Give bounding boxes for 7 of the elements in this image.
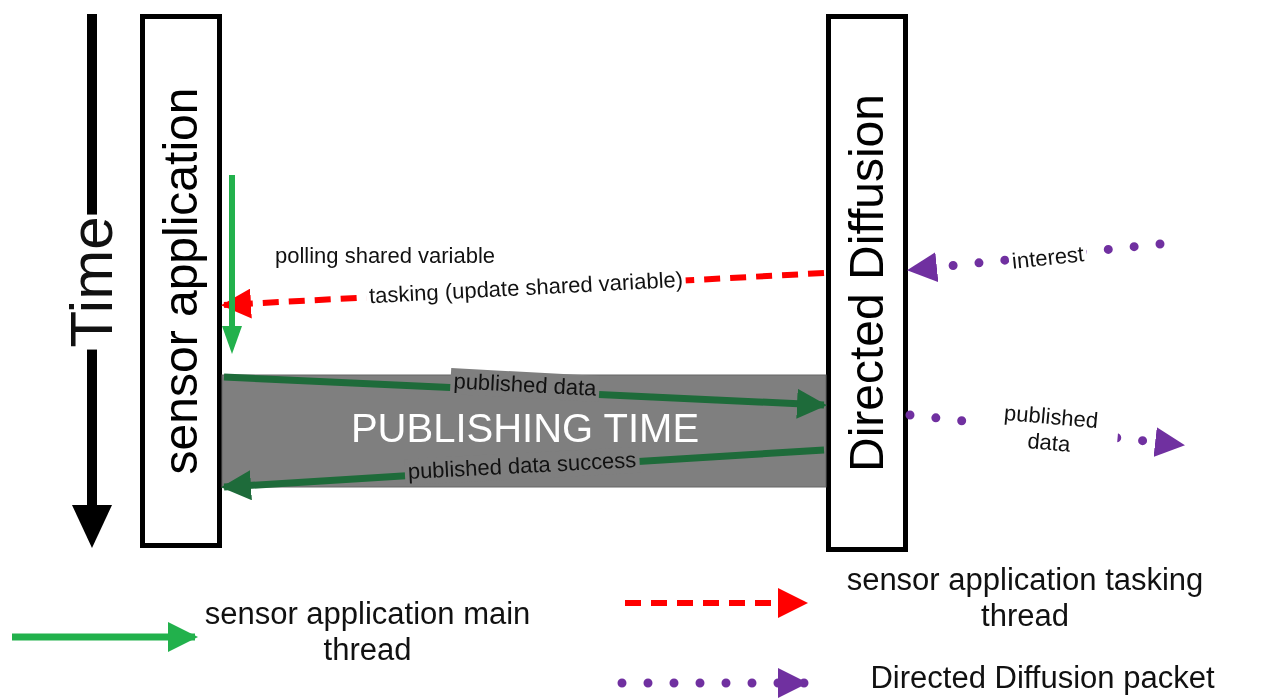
lifeline-box <box>826 14 908 552</box>
lifeline-label: sensor application <box>157 87 205 475</box>
legend-label: Directed Diffusion packet <box>869 660 1216 696</box>
lifeline-box <box>140 14 222 548</box>
legend-label: sensor application tasking thread <box>845 562 1205 634</box>
lifeline-label: Directed Diffusion <box>843 94 891 472</box>
legend-label: sensor application main thread <box>203 596 532 668</box>
